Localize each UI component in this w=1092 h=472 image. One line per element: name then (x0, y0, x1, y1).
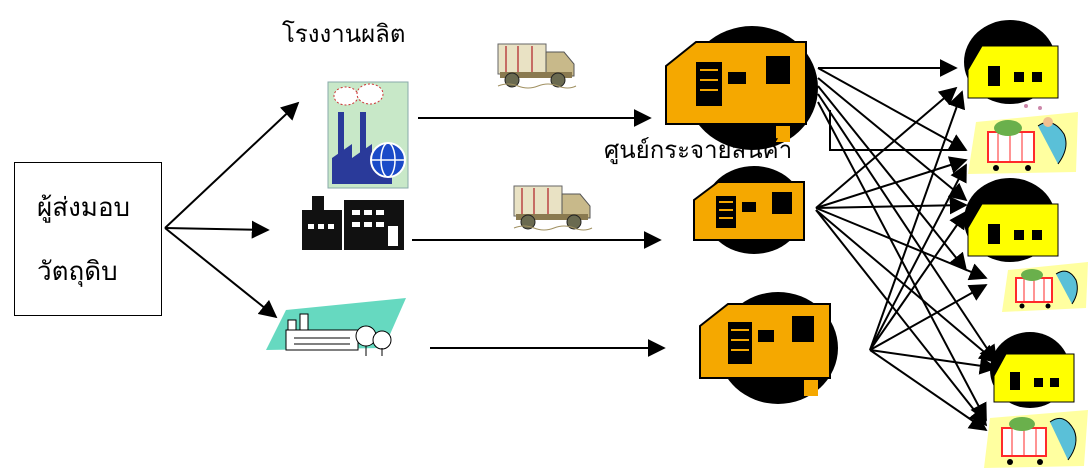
supplier-box: ผู้ส่งมอบ วัตถุดิบ (14, 162, 162, 316)
retail-store-icon (990, 332, 1075, 408)
distribution-center-icon (693, 166, 805, 254)
factory-building-icon (302, 196, 404, 250)
supplier-arrows (164, 101, 300, 319)
arrow-supplier-to-factory-1 (164, 101, 300, 229)
factory-park-icon (266, 298, 406, 356)
dc-retail-arrows (815, 59, 998, 432)
distribution-center-icon (665, 26, 818, 150)
truck-icon (513, 185, 593, 231)
retail-store-icon (964, 178, 1059, 262)
supplier-label-line1: ผู้ส่งมอบ (37, 193, 131, 223)
truck-icon (497, 43, 577, 89)
distribution-center-label: ศูนย์กระจายสินค้า (604, 136, 793, 164)
factory-smoke-globe-icon (327, 81, 409, 189)
supplier-label-line2: วัตถุดิบ (37, 257, 118, 287)
shopper-cart-icon (1002, 262, 1088, 312)
distribution-center-icon (699, 292, 838, 404)
arrow-supplier-to-factory-3 (164, 227, 278, 319)
factory-dc-arrows (412, 109, 666, 357)
factory-label: โรงงานผลิต (282, 20, 406, 48)
shopper-cart-icon (968, 112, 1078, 174)
arrow-supplier-to-factory-2 (164, 220, 270, 239)
shopper-cart-icon (984, 410, 1088, 468)
retail-store-icon (964, 20, 1059, 110)
